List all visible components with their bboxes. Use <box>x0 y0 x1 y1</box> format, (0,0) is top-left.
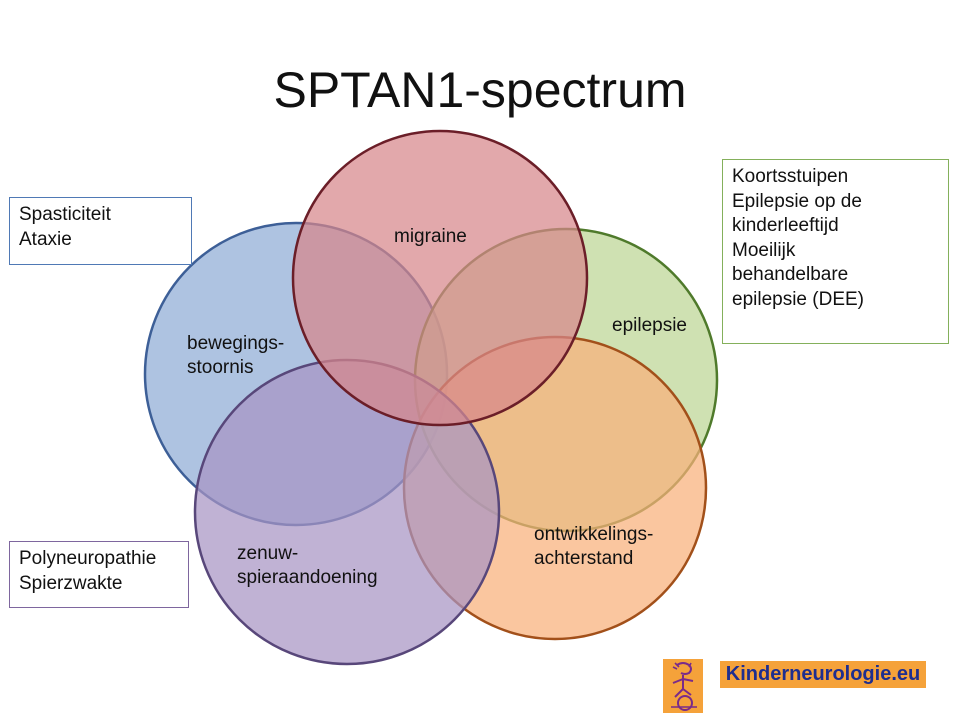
child-figure-icon <box>663 659 703 713</box>
box-line: Polyneuropathie <box>19 548 157 569</box>
box-line: Moeilijk <box>732 239 796 261</box>
label-migraine: migraine <box>394 226 467 247</box>
box-spasticiteit-ataxie: Spasticiteit Ataxie <box>9 197 192 265</box>
box-line: kinderleeftijd <box>732 215 839 236</box>
label-ontwikkelingsachterstand: ontwikkelings- achterstand <box>534 524 654 569</box>
label-epilepsie: epilepsie <box>612 315 687 336</box>
box-line: Ataxie <box>19 228 72 250</box>
box-line: Koortsstuipen <box>732 166 849 187</box>
circle-migraine <box>291 129 589 427</box>
box-line: behandelbare <box>732 264 849 285</box>
label-zenuwspieraandoening: zenuw- spieraandoening <box>237 543 378 588</box>
box-epilepsie-details: Koortsstuipen Epilepsie op de kinderleef… <box>722 159 949 344</box>
box-line: Epilepsie op de <box>732 190 862 212</box>
box-polyneuropathie-spierzwakte: Polyneuropathie Spierzwakte <box>9 541 189 608</box>
logo-banner[interactable]: Kinderneurologie.eu <box>720 661 926 688</box>
slide-title: SPTAN1-spectrum <box>273 62 687 118</box>
box-line: Spierzwakte <box>19 572 123 594</box>
box-line: Spasticiteit <box>19 204 111 225</box>
label-bewegingsstoornis: bewegings- stoornis <box>187 333 285 378</box>
box-line: epilepsie (DEE) <box>732 288 864 310</box>
